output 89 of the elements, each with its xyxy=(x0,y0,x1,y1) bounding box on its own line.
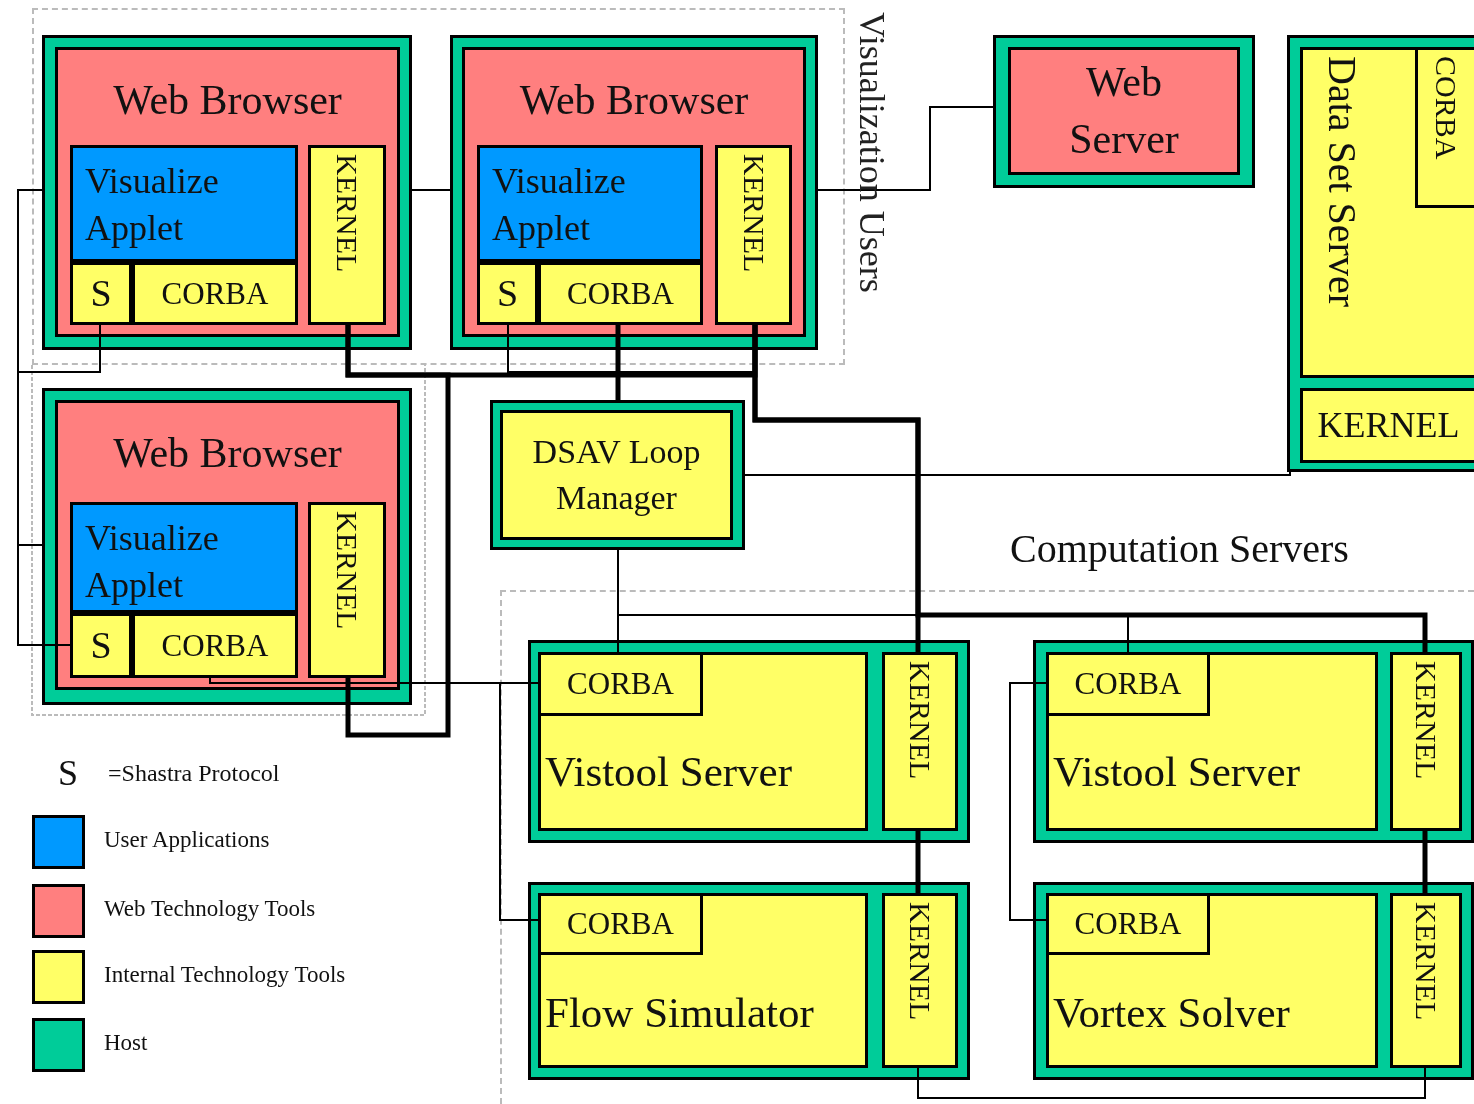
group-title: Computation Servers xyxy=(1010,526,1349,572)
group-title: Visualization Users xyxy=(851,12,893,293)
component-box xyxy=(132,613,298,678)
component-box xyxy=(1415,47,1474,208)
component-box xyxy=(538,652,868,831)
component-box xyxy=(1390,893,1462,1068)
connector-line xyxy=(615,325,621,400)
component-box xyxy=(538,262,703,325)
connector-line xyxy=(1009,682,1047,921)
node-label: DSAV Loop Manager xyxy=(531,432,702,518)
applet-box xyxy=(70,502,298,613)
connector-line xyxy=(17,189,43,546)
node-label: Web Browser xyxy=(113,76,342,125)
node-label: Flow Simulator xyxy=(545,988,814,1038)
component-box xyxy=(308,145,386,325)
host-box xyxy=(1033,882,1474,1080)
component-box xyxy=(538,893,868,1068)
applet-box xyxy=(477,145,703,262)
component-box xyxy=(538,652,703,716)
node-label: Vortex Solver xyxy=(1053,988,1290,1038)
node-label: Data Set Server xyxy=(1319,56,1365,307)
connector-line xyxy=(345,325,451,738)
node-label: KERNEL xyxy=(330,511,365,630)
component-box xyxy=(882,893,958,1068)
component-box xyxy=(70,613,132,678)
protocol-note: =Shastra Protocol xyxy=(108,760,280,787)
legend-label: User Applications xyxy=(104,827,270,853)
node-label: CORBA xyxy=(567,666,674,702)
host-box xyxy=(490,400,745,550)
component-box xyxy=(1300,47,1474,378)
node-label: Visualize Applet xyxy=(492,160,627,250)
component-box xyxy=(715,145,792,325)
node-label: KERNEL xyxy=(903,902,938,1021)
node-label: Vistool Server xyxy=(1053,747,1301,797)
node-label: Web Server xyxy=(1068,58,1180,164)
legend-label: Internal Technology Tools xyxy=(104,962,346,988)
node-label: KERNEL xyxy=(1409,902,1444,1021)
protocol-symbol: S xyxy=(58,752,79,794)
node-label: KERNEL xyxy=(1409,661,1444,780)
legend-label: Host xyxy=(104,1030,148,1056)
node-label: Web Browser xyxy=(519,76,749,125)
connector-line xyxy=(917,1067,1426,1099)
node-label: KERNEL xyxy=(736,154,771,273)
legend-label: Web Technology Tools xyxy=(104,896,316,922)
node-label: CORBA xyxy=(1074,666,1182,702)
node-label: CORBA xyxy=(161,627,269,664)
component-box xyxy=(1300,388,1474,463)
connector-line xyxy=(1422,831,1428,893)
component-box xyxy=(538,893,703,955)
node-label: Visualize Applet xyxy=(85,160,220,250)
node-label: S xyxy=(90,271,112,316)
node-label: CORBA xyxy=(567,906,674,942)
browser-box xyxy=(1008,47,1240,175)
connector-line xyxy=(17,324,101,646)
connector-line xyxy=(411,189,451,191)
node-label: Vistool Server xyxy=(545,747,793,797)
node-label: Web Browser xyxy=(113,429,342,478)
component-box xyxy=(1390,652,1462,831)
connector-line xyxy=(507,324,756,373)
node-label: S xyxy=(496,271,519,316)
connector-line xyxy=(817,106,994,191)
node-label: KERNEL xyxy=(903,661,938,780)
node-label: KERNEL xyxy=(1317,404,1460,447)
node-label: CORBA xyxy=(161,275,269,312)
component-box xyxy=(477,262,538,325)
host-box xyxy=(1033,640,1474,843)
component-box xyxy=(1046,652,1210,716)
component-box xyxy=(1046,893,1378,1068)
host-box xyxy=(528,882,970,1080)
component-box xyxy=(70,262,132,325)
host-box xyxy=(1287,35,1474,472)
node-label: S xyxy=(90,623,112,668)
connector-line xyxy=(744,471,1291,476)
host-box xyxy=(993,35,1255,188)
applet-box xyxy=(70,145,298,262)
component-box xyxy=(500,410,733,540)
node-label: CORBA xyxy=(567,275,674,312)
component-box xyxy=(882,652,958,831)
node-label: Visualize Applet xyxy=(85,517,220,607)
component-box xyxy=(132,262,298,325)
connector-line xyxy=(752,325,1428,652)
component-box xyxy=(308,502,386,678)
node-label: CORBA xyxy=(1074,906,1182,942)
connector-line xyxy=(915,831,921,893)
node-label: KERNEL xyxy=(330,154,365,273)
node-label: CORBA xyxy=(1429,56,1464,160)
host-box xyxy=(528,640,970,843)
component-box xyxy=(1046,652,1378,831)
component-box xyxy=(1046,893,1210,955)
